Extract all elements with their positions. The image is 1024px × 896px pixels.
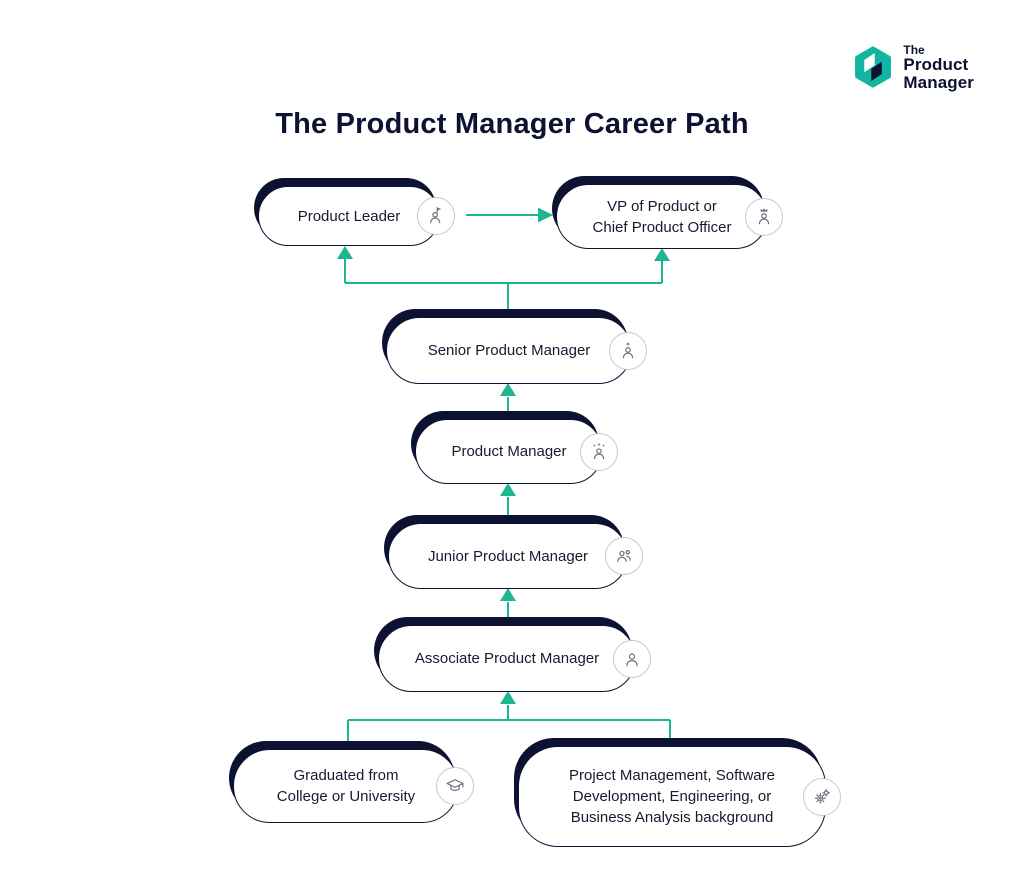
node-product-leader: Product Leader xyxy=(258,186,455,246)
brand-logo: The Product Manager xyxy=(852,44,974,91)
node-label: Graduated from College or University xyxy=(276,767,416,805)
node-label: Junior Product Manager xyxy=(427,547,589,565)
node-junior-product-manager: Junior Product Manager xyxy=(388,523,643,589)
node-label: VP of Product or Chief Product Officer xyxy=(592,197,732,236)
node-professional-background: Project Management, Software Development… xyxy=(518,746,841,847)
logo-line-product: Product xyxy=(903,55,969,75)
brand-logo-text: The Product Manager xyxy=(903,44,974,91)
gears-icon xyxy=(803,777,841,816)
arrow-heads xyxy=(337,207,670,704)
node-label: Product Leader xyxy=(297,207,401,225)
arrow-lines xyxy=(344,214,671,749)
node-associate-product-manager: Associate Product Manager xyxy=(378,625,651,692)
logo-line-the: The xyxy=(903,43,925,57)
flag-person-icon xyxy=(417,197,455,235)
brand-logo-icon xyxy=(855,46,892,88)
three-star-person-icon xyxy=(580,432,618,471)
node-label: Associate Product Manager xyxy=(414,650,600,667)
node-label: Product Manager xyxy=(451,443,567,460)
group-person-icon xyxy=(605,537,643,575)
node-product-manager: Product Manager xyxy=(415,419,618,484)
star-person-icon xyxy=(609,331,647,370)
node-senior-product-manager: Senior Product Manager xyxy=(386,317,647,384)
logo-line-manager: Manager xyxy=(903,72,974,92)
node-label: Senior Product Manager xyxy=(427,342,591,359)
graduation-cap-icon xyxy=(436,767,474,805)
page-title: The Product Manager Career Path xyxy=(275,108,749,140)
node-graduated-college: Graduated from College or University xyxy=(233,749,474,823)
person-icon xyxy=(613,639,651,678)
node-vp-of-product: VP of Product or Chief Product Officer xyxy=(556,184,783,249)
node-label: Project Management, Software Development… xyxy=(569,767,775,826)
crown-person-icon xyxy=(745,197,783,236)
